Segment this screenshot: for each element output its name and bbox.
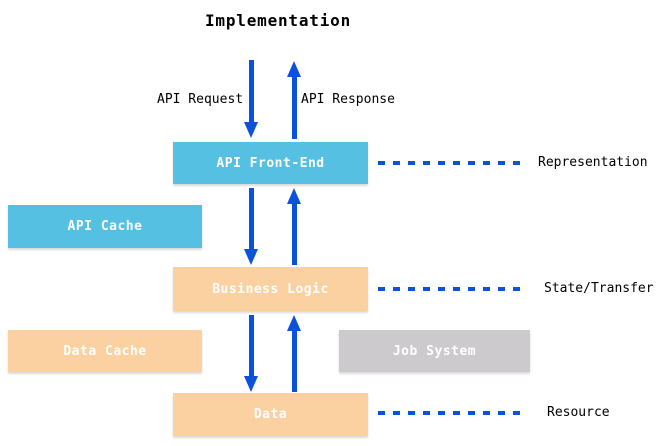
response-arrow-up-icon — [287, 61, 301, 139]
resource-label: Resource — [547, 405, 610, 420]
arrowhead-down-icon — [244, 122, 258, 138]
data-label: Data — [253, 407, 288, 422]
data-to-logic-arrow-up-icon — [287, 315, 301, 392]
frontend-to-logic-arrow-down-icon — [244, 188, 258, 265]
data-box: Data — [173, 393, 368, 436]
api-cache-box: API Cache — [8, 205, 202, 248]
api-request-label: API Request — [157, 92, 244, 107]
arrowhead-down-icon — [244, 376, 258, 392]
arrowhead-up-icon — [287, 315, 301, 331]
logic-to-data-arrow-down-icon — [244, 315, 258, 392]
arrowhead-up-icon — [287, 188, 301, 204]
diagram-title: Implementation — [204, 11, 352, 30]
representation-label: Representation — [538, 155, 648, 170]
business-logic-label: Business Logic — [212, 281, 329, 297]
state-transfer-dashed-line — [378, 287, 522, 291]
job-system-box: Job System — [339, 330, 530, 372]
data-cache-box: Data Cache — [8, 330, 202, 372]
arrow-shaft — [248, 188, 254, 249]
api-front-end-label: API Front-End — [216, 155, 325, 171]
representation-dashed-line — [378, 161, 522, 165]
arrow-shaft — [291, 331, 297, 392]
arrow-shaft — [291, 204, 297, 265]
arrow-shaft — [248, 315, 254, 376]
business-logic-box: Business Logic — [173, 267, 368, 311]
resource-dashed-line — [378, 411, 522, 415]
api-cache-label: API Cache — [67, 219, 143, 234]
arrow-shaft — [248, 60, 254, 122]
arrow-shaft — [291, 77, 297, 139]
data-cache-label: Data Cache — [63, 343, 147, 359]
request-arrow-down-icon — [244, 60, 258, 138]
api-response-label: API Response — [301, 92, 395, 107]
state-transfer-label: State/Transfer — [544, 281, 654, 296]
logic-to-frontend-arrow-up-icon — [287, 188, 301, 265]
arrowhead-up-icon — [287, 61, 301, 77]
job-system-label: Job System — [392, 343, 477, 359]
api-front-end-box: API Front-End — [173, 142, 368, 184]
arrowhead-down-icon — [244, 249, 258, 265]
